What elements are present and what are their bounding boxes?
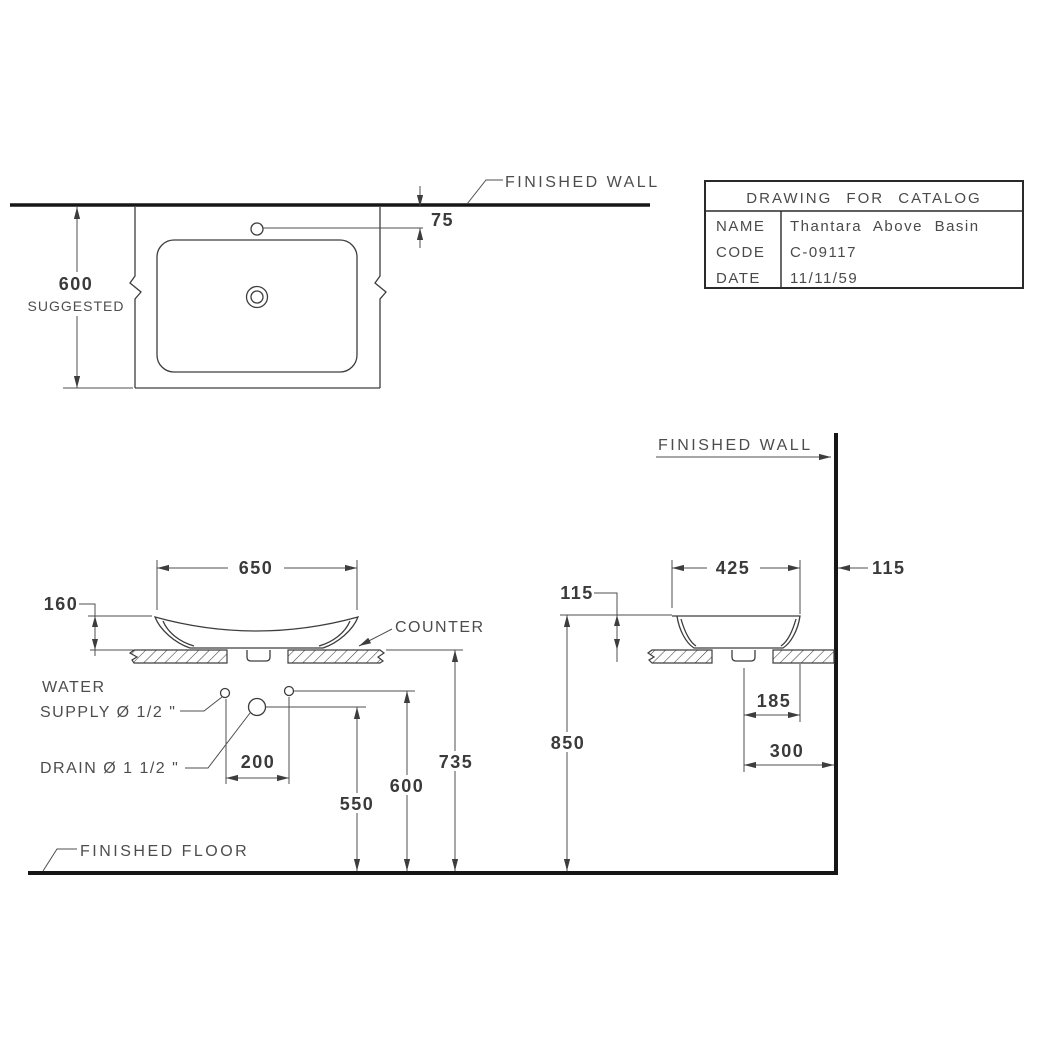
- front-dim-height: 160: [44, 594, 152, 656]
- dim-160-text: 160: [44, 594, 79, 614]
- side-dim-rim-height: 115: [560, 583, 672, 662]
- plan-wall-leader-line: [466, 179, 503, 205]
- title-block-date-label: DATE: [716, 270, 761, 287]
- front-counter-slabs: [128, 649, 386, 664]
- finished-floor-leader: [42, 848, 77, 872]
- water-supply-point-right: [283, 685, 295, 697]
- side-dim-back-clearance: 115: [838, 558, 906, 578]
- side-counter-slabs: [646, 649, 835, 664]
- side-drain-stub: [731, 650, 756, 662]
- plan-dim-faucet-offset: 75: [263, 186, 454, 248]
- front-dim-width: 650: [156, 557, 358, 610]
- water-supply-label-line2: SUPPLY Ø 1/2 ": [40, 704, 176, 721]
- title-block-code-value: C-09117: [790, 244, 857, 261]
- dim-185-text: 185: [757, 691, 792, 711]
- dim-550-text: 550: [340, 794, 375, 814]
- title-block-code-label: CODE: [716, 244, 765, 261]
- counter-leader-line: [358, 628, 393, 647]
- side-dim-drain-to-back: 185: [743, 668, 800, 772]
- plan-counter-outline: [129, 207, 387, 389]
- front-dim-drain-height: 550: [266, 706, 376, 871]
- front-drain-stub: [246, 650, 271, 662]
- plan-basin-outline: [156, 239, 358, 373]
- dim-115-left-text: 115: [560, 583, 594, 603]
- front-dim-counter-height: 735: [386, 649, 474, 871]
- drain-hole-plan: [245, 285, 269, 309]
- finished-floor-label: FINISHED FLOOR: [80, 843, 249, 860]
- front-dim-supply-height: 600: [294, 690, 426, 871]
- plan-dim-depth: 600 SUGGESTED: [28, 207, 133, 389]
- title-block-name-value: Thantara Above Basin: [790, 218, 980, 235]
- faucet-hole-plan: [250, 222, 264, 236]
- title-block-title: DRAWING FOR CATALOG: [746, 190, 981, 207]
- side-dim-rim-floor-height: 850: [549, 615, 587, 871]
- title-block-name-label: NAME: [716, 218, 765, 235]
- dim-425-text: 425: [716, 558, 751, 578]
- front-elevation-view: 650 160 COUNTER WATER SUPPLY Ø 1/2 " DRA…: [28, 557, 838, 875]
- dim-600-plan-text: 600: [59, 274, 94, 294]
- plan-view: FINISHED WALL 75 600 SUGGESTED: [10, 174, 660, 389]
- side-finished-wall-label: FINISHED WALL: [658, 437, 813, 454]
- dim-300-text: 300: [770, 741, 805, 761]
- drain-leader: [185, 712, 251, 769]
- title-block: DRAWING FOR CATALOG NAME Thantara Above …: [704, 180, 1024, 289]
- front-basin-outline: [153, 616, 360, 649]
- dim-650-text: 650: [239, 558, 274, 578]
- drain-label: DRAIN Ø 1 1/2 ": [40, 760, 179, 777]
- side-basin-outline: [672, 615, 801, 649]
- dim-735-text: 735: [439, 752, 474, 772]
- side-dim-drain-to-wall: 300: [744, 741, 834, 769]
- title-block-date-value: 11/11/59: [790, 270, 858, 287]
- dim-850-text: 850: [551, 733, 586, 753]
- plan-finished-wall-label: FINISHED WALL: [505, 174, 660, 191]
- water-supply-leader: [180, 696, 223, 712]
- front-dim-supply-spacing: 200: [225, 697, 290, 784]
- water-supply-point-left: [219, 687, 231, 699]
- counter-label: COUNTER: [395, 619, 485, 636]
- dim-75-text: 75: [431, 210, 454, 230]
- dim-600-front-text: 600: [390, 776, 425, 796]
- water-supply-label-line1: WATER: [42, 679, 106, 696]
- side-dim-basin-depth: 425: [671, 557, 801, 722]
- dim-200-text: 200: [241, 752, 276, 772]
- dim-115-right-text: 115: [872, 558, 906, 578]
- side-elevation-view: FINISHED WALL 425 115: [549, 433, 906, 875]
- dim-600-suggested-text: SUGGESTED: [28, 298, 125, 314]
- drain-point: [247, 697, 267, 717]
